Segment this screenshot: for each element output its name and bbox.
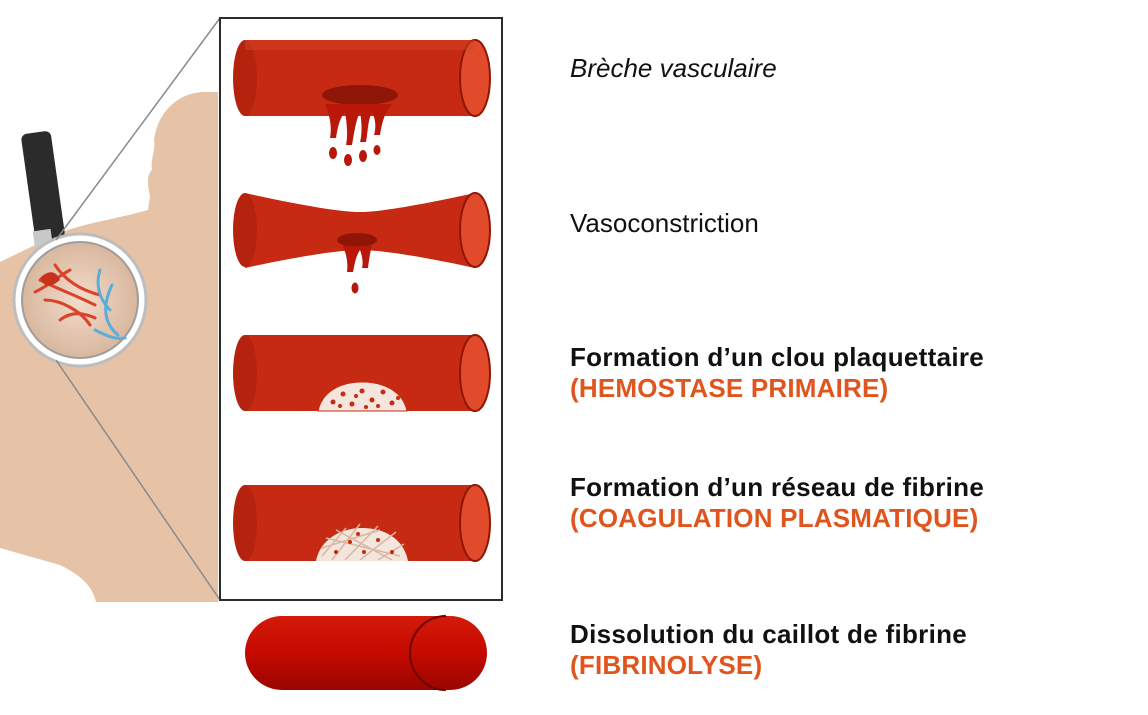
step-title: Formation d’un réseau de fibrine [570, 472, 984, 503]
step-title: Formation d’un clou plaquettaire [570, 342, 984, 373]
vessel-platelet-plug [233, 335, 490, 411]
step-subtitle: (HEMOSTASE PRIMAIRE) [570, 373, 984, 404]
step-title: Brèche vasculaire [570, 53, 777, 84]
step-label-fibrinolysis: Dissolution du caillot de fibrine (FIBRI… [570, 619, 967, 681]
step-title: Dissolution du caillot de fibrine [570, 619, 967, 650]
step-label-fibrin-network: Formation d’un réseau de fibrine (COAGUL… [570, 472, 984, 534]
step-label-platelet-plug: Formation d’un clou plaquettaire (HEMOST… [570, 342, 984, 404]
step-label-breach: Brèche vasculaire [570, 53, 777, 84]
vessel-fibrin-network [233, 485, 490, 561]
step-label-vasoconstriction: Vasoconstriction [570, 208, 759, 239]
vessel-fibrinolysis [245, 616, 487, 690]
step-subtitle: (FIBRINOLYSE) [570, 650, 967, 681]
step-subtitle: (COAGULATION PLASMATIQUE) [570, 503, 984, 534]
step-title: Vasoconstriction [570, 208, 759, 239]
